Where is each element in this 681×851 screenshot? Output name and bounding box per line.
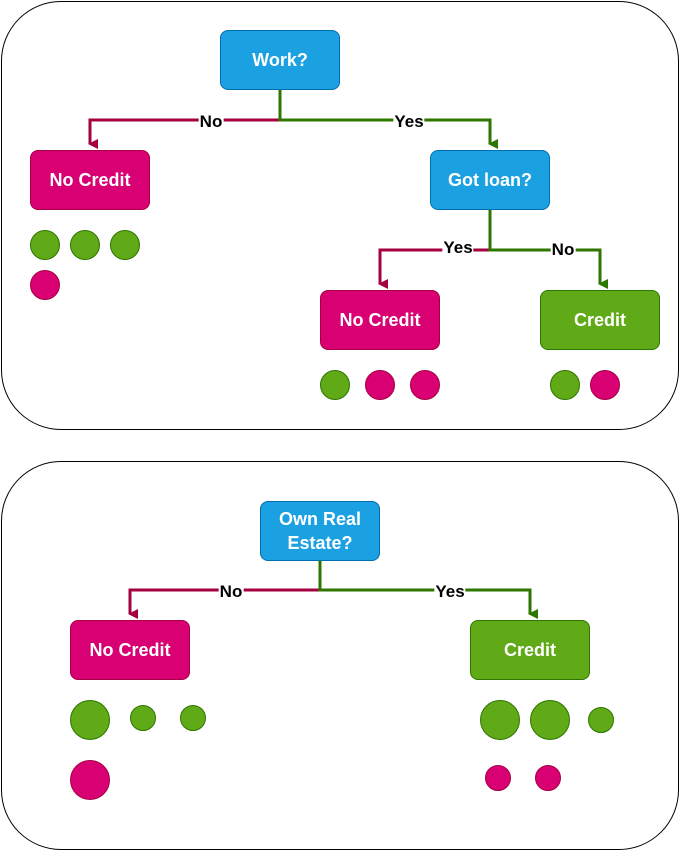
sample-dot-credit xyxy=(320,370,350,400)
decision-work-label: Work? xyxy=(252,50,308,70)
sample-dot-no-credit xyxy=(365,370,395,400)
leaf-no-credit-loan: No Credit xyxy=(320,290,440,350)
edge-label-no: No xyxy=(198,112,224,132)
leaf-credit-loan-label: Credit xyxy=(573,310,626,330)
leaf-credit-loan: Credit xyxy=(540,290,660,350)
sample-dot-credit xyxy=(130,705,156,731)
leaf-no-credit-label: No Credit xyxy=(49,170,131,190)
sample-dot-credit-large xyxy=(530,700,570,740)
decision-got-loan-label: Got loan? xyxy=(448,170,532,190)
sample-dot-credit xyxy=(30,230,60,260)
decision-work: Work? xyxy=(220,30,340,90)
sample-dot-no-credit xyxy=(30,270,60,300)
decision-own-real-estate-line1: Own Real xyxy=(278,509,362,529)
leaf-no-credit-estate-label: No Credit xyxy=(89,640,171,660)
sample-dot-no-credit xyxy=(590,370,620,400)
edge-label-yes: Yes xyxy=(393,112,425,132)
edge-label-estate-yes: Yes xyxy=(434,582,466,602)
sample-dot-credit-large xyxy=(480,700,520,740)
decision-own-real-estate-label: Own Real Estate? xyxy=(279,507,361,555)
decision-own-real-estate-line2: Estate? xyxy=(287,533,353,553)
edge-label-estate-no: No xyxy=(218,582,244,602)
leaf-credit-estate-label: Credit xyxy=(503,640,556,660)
sample-dot-no-credit xyxy=(535,765,561,791)
sample-dot-credit xyxy=(180,705,206,731)
decision-own-real-estate: Own Real Estate? xyxy=(260,501,380,561)
tree-panel-work xyxy=(1,1,679,430)
sample-dot-no-credit xyxy=(410,370,440,400)
edge-label-loan-no: No xyxy=(550,240,576,260)
sample-dot-credit-large xyxy=(70,700,110,740)
leaf-credit-estate: Credit xyxy=(470,620,590,680)
sample-dot-credit xyxy=(110,230,140,260)
leaf-no-credit-loan-label: No Credit xyxy=(339,310,421,330)
sample-dot-credit xyxy=(550,370,580,400)
sample-dot-credit xyxy=(588,707,614,733)
leaf-no-credit-estate: No Credit xyxy=(70,620,190,680)
sample-dot-credit xyxy=(70,230,100,260)
edge-label-loan-yes: Yes xyxy=(442,238,474,258)
leaf-no-credit: No Credit xyxy=(30,150,150,210)
sample-dot-no-credit xyxy=(485,765,511,791)
sample-dot-no-credit-large xyxy=(70,760,110,800)
decision-got-loan: Got loan? xyxy=(430,150,550,210)
